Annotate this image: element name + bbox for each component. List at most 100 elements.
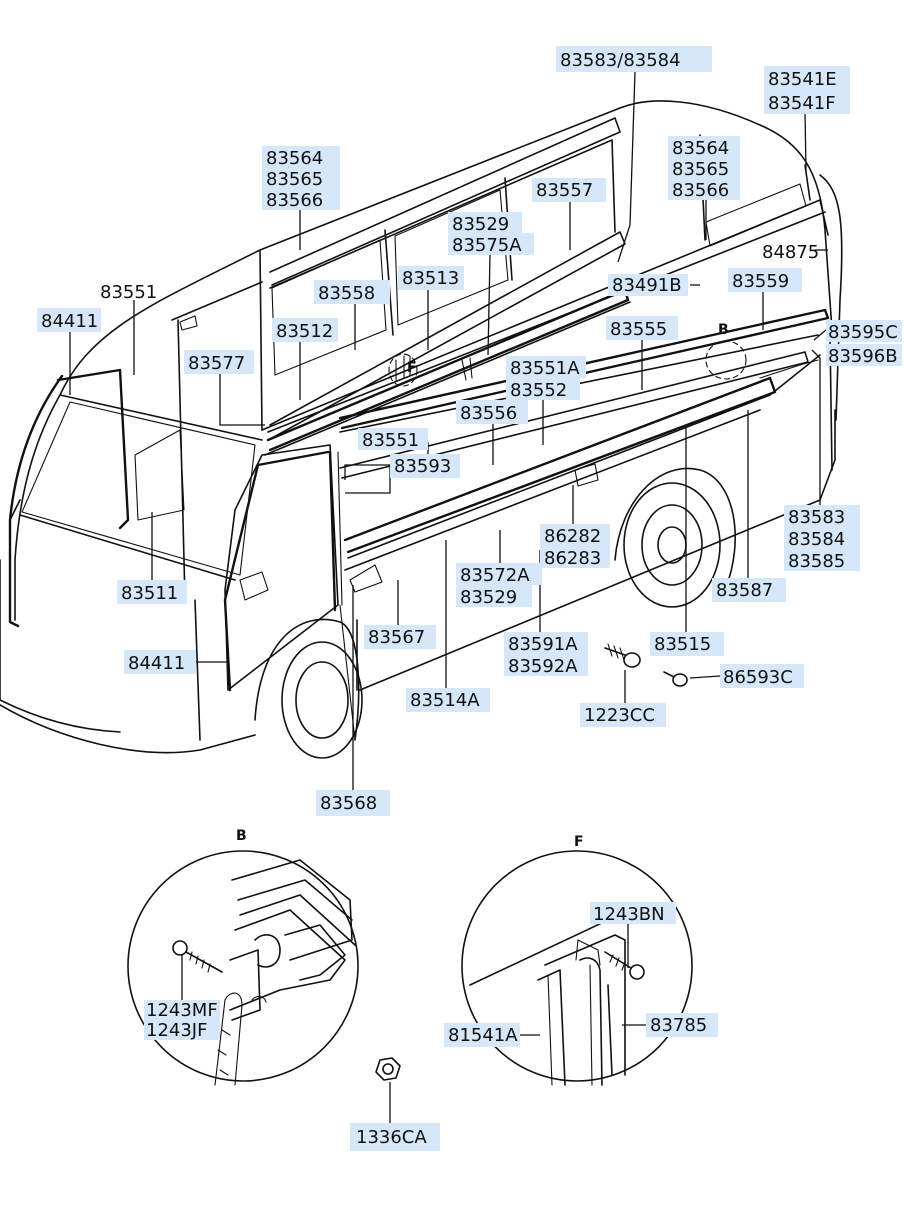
label-highlight bbox=[358, 428, 428, 450]
label-highlight bbox=[117, 580, 187, 604]
part-label: 83572A bbox=[456, 563, 542, 586]
label-highlight bbox=[316, 790, 390, 816]
part-number-text: 83551A bbox=[510, 358, 580, 379]
label-highlight bbox=[144, 1000, 220, 1020]
label-highlight bbox=[184, 350, 254, 374]
label-highlight bbox=[314, 280, 390, 304]
detail-f-title: F bbox=[574, 834, 584, 850]
part-label: 1223CC bbox=[580, 703, 666, 727]
label-highlight bbox=[504, 654, 588, 676]
part-number-text: 83565 bbox=[672, 159, 729, 180]
label-highlight bbox=[668, 136, 740, 158]
part-label: 83591A bbox=[504, 632, 588, 655]
label-highlight bbox=[712, 578, 786, 602]
part-number-text: 83577 bbox=[188, 353, 245, 374]
part-number-text: 1243BN bbox=[593, 904, 665, 925]
detail-b-drawing bbox=[127, 850, 359, 1086]
part-number-text: 83785 bbox=[650, 1015, 707, 1036]
part-number-text: 83512 bbox=[276, 321, 333, 342]
label-highlight bbox=[540, 524, 610, 546]
label-highlight bbox=[668, 157, 740, 179]
part-number-text: 86593C bbox=[723, 667, 793, 688]
label-highlight bbox=[720, 664, 804, 688]
part-number-text: 83514A bbox=[410, 690, 480, 711]
part-label: 83551A bbox=[506, 356, 586, 379]
label-highlight bbox=[764, 66, 850, 90]
part-label: 83583 bbox=[784, 505, 860, 528]
part-label: 86282 bbox=[540, 524, 610, 547]
part-number-text: 83529 bbox=[460, 587, 517, 608]
label-highlight bbox=[668, 178, 740, 200]
label-highlight bbox=[650, 632, 724, 656]
label-highlight bbox=[456, 400, 528, 424]
label-highlight bbox=[606, 316, 678, 340]
label-highlight bbox=[826, 320, 902, 342]
part-label: 83585 bbox=[784, 549, 860, 572]
part-number-text: 83587 bbox=[716, 580, 773, 601]
part-label: 83557 bbox=[532, 178, 606, 202]
label-highlight bbox=[532, 178, 606, 202]
label-highlight bbox=[456, 585, 532, 607]
part-number-text: 83593 bbox=[394, 456, 451, 477]
part-label: 83541F bbox=[764, 90, 850, 114]
label-highlight bbox=[580, 703, 666, 727]
part-number-text: 83596B bbox=[828, 346, 898, 367]
part-label: 83564 bbox=[668, 136, 740, 159]
part-label: 83583/83584 bbox=[556, 46, 712, 72]
part-label: 83529 bbox=[456, 585, 532, 608]
part-number-text: 83568 bbox=[320, 793, 377, 814]
label-highlight bbox=[262, 146, 340, 168]
part-number-text: 83558 bbox=[318, 283, 375, 304]
label-highlight bbox=[406, 688, 490, 712]
part-number-text: 86283 bbox=[544, 548, 601, 569]
label-highlight bbox=[448, 212, 522, 234]
label-highlight bbox=[784, 549, 860, 571]
part-number-text: 83515 bbox=[654, 634, 711, 655]
label-highlight bbox=[784, 505, 860, 527]
label-highlight bbox=[398, 266, 464, 290]
part-label: 83551 bbox=[358, 428, 428, 451]
label-highlight bbox=[272, 318, 338, 342]
part-number-text: 83541F bbox=[768, 93, 836, 114]
part-number-text: 83572A bbox=[460, 565, 530, 586]
part-label: 83565 bbox=[668, 157, 740, 180]
part-label: 1243MF bbox=[144, 1000, 220, 1021]
part-number-text: 83592A bbox=[508, 656, 578, 677]
detail-b-body-mark: B bbox=[718, 322, 729, 338]
part-label: 83592A bbox=[504, 654, 588, 677]
part-number-text: 83591A bbox=[508, 634, 578, 655]
label-highlight bbox=[540, 546, 610, 568]
part-label: 84411 bbox=[37, 308, 101, 332]
part-label: 83584 bbox=[784, 527, 860, 550]
part-number-text: 1243MF bbox=[146, 1000, 218, 1021]
label-highlight bbox=[144, 1020, 220, 1040]
part-number-text: 83551 bbox=[362, 430, 419, 451]
label-highlight bbox=[444, 1023, 520, 1047]
part-number-text: 83585 bbox=[788, 551, 845, 572]
part-label: 83552 bbox=[506, 378, 580, 401]
part-label: 83512 bbox=[272, 318, 338, 342]
part-label: 1336CA bbox=[350, 1123, 440, 1151]
part-label: 83564 bbox=[262, 146, 340, 169]
part-label: 83575A bbox=[448, 233, 534, 256]
label-highlight bbox=[262, 188, 340, 210]
part-number-text: 84411 bbox=[128, 653, 185, 674]
part-number-text: 83565 bbox=[266, 169, 323, 190]
part-label: 1243JF bbox=[144, 1020, 220, 1041]
part-number-text: 83552 bbox=[510, 380, 567, 401]
part-number-text: 1223CC bbox=[584, 705, 655, 726]
callout-labels: 83583/83584 83541E 83541F 83564 83565 83… bbox=[37, 46, 902, 1151]
label-highlight bbox=[364, 625, 436, 649]
part-number-text: 83584 bbox=[788, 529, 845, 550]
part-label: 83566 bbox=[668, 178, 740, 201]
part-number-text: 83511 bbox=[121, 583, 178, 604]
part-number-text: 83541E bbox=[768, 69, 837, 90]
part-number-text: 83555 bbox=[610, 319, 667, 340]
part-label: 83514A bbox=[406, 688, 490, 712]
label-highlight bbox=[350, 1123, 440, 1151]
part-label: 81541A bbox=[444, 1023, 520, 1047]
part-number-text: 1336CA bbox=[356, 1127, 427, 1148]
label-highlight bbox=[124, 650, 196, 674]
part-number-text: 83551 bbox=[100, 282, 157, 303]
